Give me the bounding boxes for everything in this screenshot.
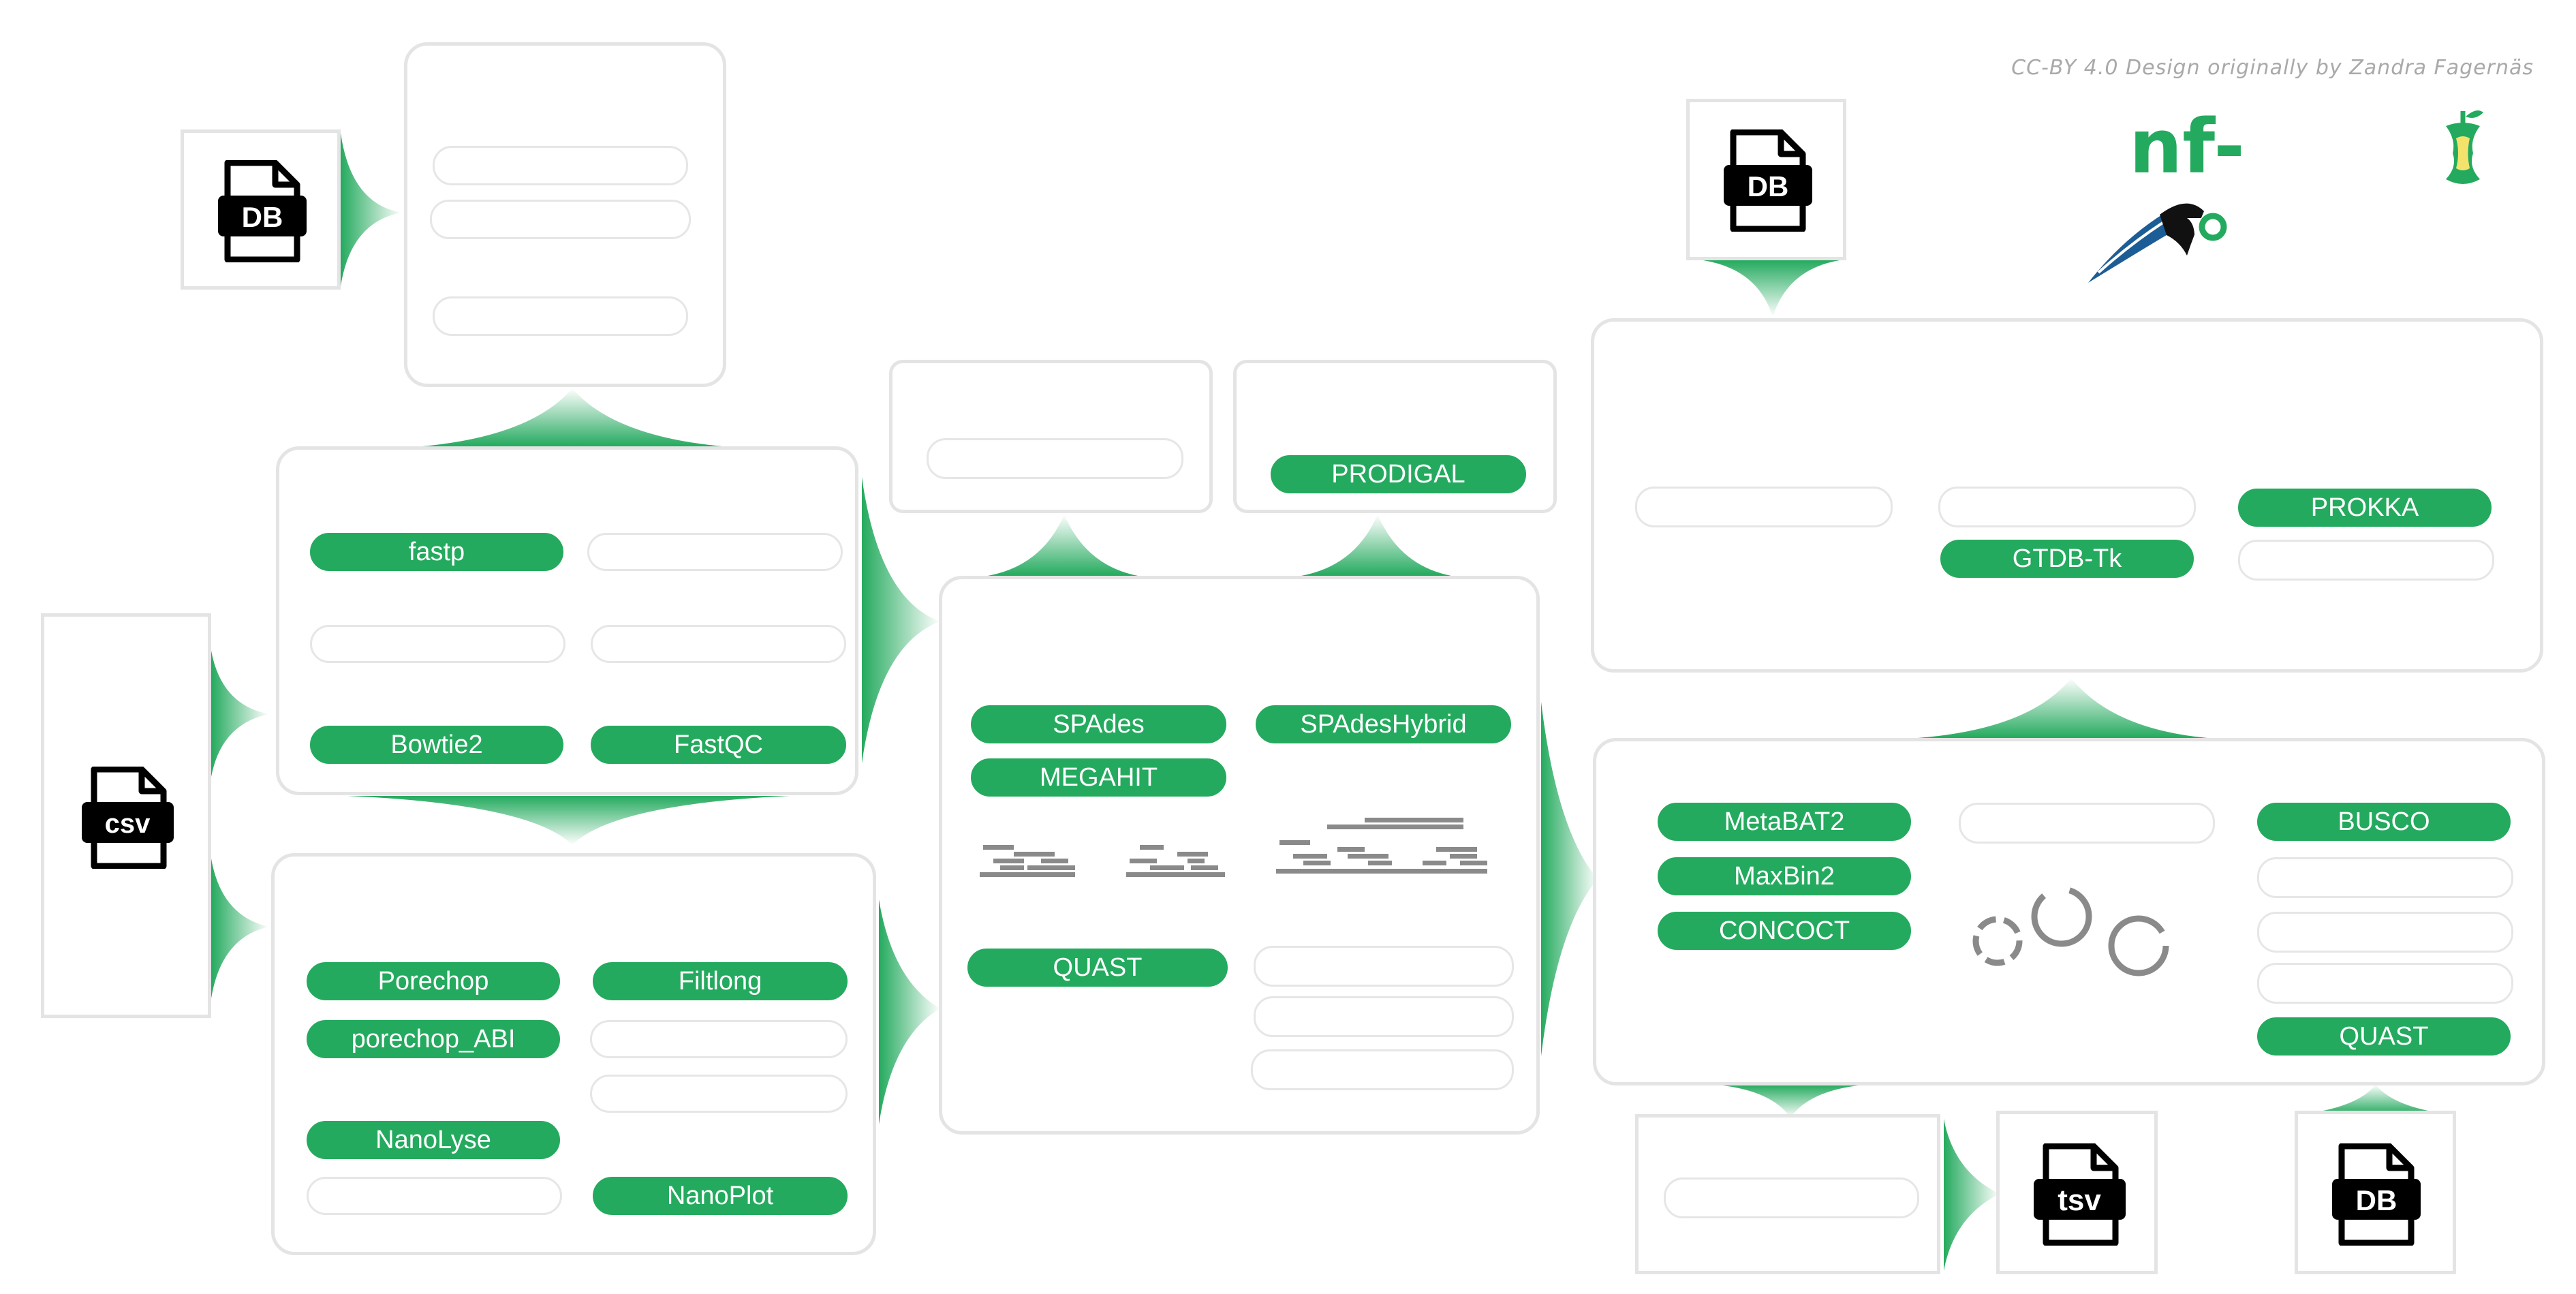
bowtie2-pill: Bowtie2	[310, 726, 563, 764]
binning-quast-pill: QUAST	[2257, 1017, 2511, 1056]
connector-csv-to-short	[211, 651, 269, 777]
empty-slot	[2257, 963, 2513, 1004]
tsv-label: tsv	[2058, 1184, 2101, 1217]
connector-assembly-to-prodigal	[1301, 514, 1451, 576]
db-label: DB	[1748, 170, 1789, 202]
prodigal-pill: PRODIGAL	[1271, 455, 1526, 493]
fastqc-pill: FastQC	[591, 726, 846, 764]
tsv-file-icon: tsv	[2034, 1143, 2126, 1246]
empty-slot	[1254, 996, 1514, 1037]
gene-prediction-box: PRODIGAL	[1233, 360, 1557, 513]
connector-csv-to-long	[211, 859, 269, 998]
tsv-output-box: tsv	[1996, 1111, 2158, 1274]
connector-long-to-assembly	[879, 899, 940, 1124]
db-label: DB	[242, 201, 283, 233]
empty-slot	[1251, 1049, 1514, 1090]
empty-slot	[1959, 803, 2215, 844]
porechop-pill: Porechop	[307, 962, 560, 1000]
depth-output-box	[1635, 1114, 1940, 1274]
filtlong-pill: Filtlong	[593, 962, 848, 1000]
spadeshybrid-pill: SPAdesHybrid	[1256, 705, 1511, 743]
connector-output-to-tsv	[1944, 1119, 2000, 1271]
empty-slot	[927, 438, 1183, 479]
empty-slot	[310, 625, 565, 663]
empty-slot	[2257, 912, 2513, 953]
spades-pill: SPAdes	[971, 705, 1226, 743]
connector-short-to-assembly	[862, 477, 940, 763]
bins-illustration	[1972, 886, 2169, 976]
empty-slot	[430, 200, 691, 239]
metabat2-pill: MetaBAT2	[1658, 803, 1911, 841]
magpie-icon	[2088, 203, 2227, 283]
db-input-box-2: DB	[1686, 99, 1846, 260]
assembly-quast-pill: QUAST	[967, 949, 1228, 987]
empty-slot	[2238, 540, 2494, 581]
empty-slot	[433, 296, 688, 336]
empty-slot	[2257, 857, 2513, 898]
csv-file-icon: csv	[82, 767, 174, 869]
connector-short-to-long	[347, 796, 790, 845]
connector-trimbox-to-short	[422, 388, 722, 446]
concoct-pill: CONCOCT	[1658, 912, 1911, 950]
database-file-icon: DB	[2332, 1143, 2421, 1246]
assembly-box: SPAdes SPAdesHybrid MEGAHIT QUAST	[939, 576, 1540, 1135]
apple-core-icon	[2446, 110, 2483, 184]
porechop-abi-pill: porechop_ABI	[307, 1020, 560, 1058]
empty-slot	[1664, 1177, 1919, 1218]
nanolyse-pill: NanoLyse	[307, 1121, 560, 1159]
empty-slot	[307, 1177, 562, 1215]
connector-db-to-trimbox	[341, 133, 402, 286]
database-file-icon: DB	[1724, 129, 1812, 232]
connector-assembly-to-box1	[988, 514, 1138, 576]
db-input-box-1: DB	[181, 129, 341, 290]
reads-illustration	[980, 818, 1487, 877]
busco-pill: BUSCO	[2257, 803, 2511, 841]
empty-slot	[590, 1075, 848, 1113]
connector-db-to-binning	[2303, 1085, 2449, 1114]
empty-slot	[1635, 487, 1893, 527]
megahit-pill: MEGAHIT	[971, 758, 1226, 797]
connector-binning-to-output	[1717, 1085, 1864, 1118]
prokka-pill: PROKKA	[2238, 489, 2492, 527]
connector-assembly-to-binning	[1541, 702, 1598, 1056]
db-label: DB	[2356, 1184, 2397, 1216]
csv-input-box: csv	[41, 613, 211, 1018]
db-input-box-3: DB	[2295, 1111, 2456, 1274]
short-read-preprocessing-box: fastp Bowtie2 FastQC	[276, 446, 858, 795]
taxonomy-annotation-box: GTDB-Tk PROKKA	[1591, 318, 2543, 673]
empty-slot	[433, 146, 688, 185]
nf-core-logo-text: nf-	[2129, 103, 2245, 190]
connector-db-to-taxonomy	[1703, 260, 1840, 317]
assembly-top-box	[889, 360, 1213, 513]
long-read-preprocessing-box: Porechop Filtlong porechop_ABI NanoLyse …	[271, 853, 876, 1255]
empty-slot	[1938, 487, 2196, 527]
empty-slot	[590, 1020, 848, 1058]
fastp-pill: fastp	[310, 533, 563, 571]
binning-box: MetaBAT2 BUSCO MaxBin2 CONCOCT QUAST	[1593, 738, 2545, 1085]
host-removal-db-box	[404, 42, 726, 387]
credit-text: CC-BY 4.0 Design originally by Zandra Fa…	[2011, 56, 2534, 80]
gtdbtk-pill: GTDB-Tk	[1940, 540, 2194, 578]
database-file-icon: DB	[218, 160, 307, 262]
empty-slot	[587, 533, 843, 571]
connector-binning-to-taxonomy	[1918, 678, 2207, 738]
maxbin2-pill: MaxBin2	[1658, 857, 1911, 895]
csv-label: csv	[105, 809, 151, 839]
nanoplot-pill: NanoPlot	[593, 1177, 848, 1215]
empty-slot	[1254, 946, 1514, 987]
empty-slot	[591, 625, 846, 663]
